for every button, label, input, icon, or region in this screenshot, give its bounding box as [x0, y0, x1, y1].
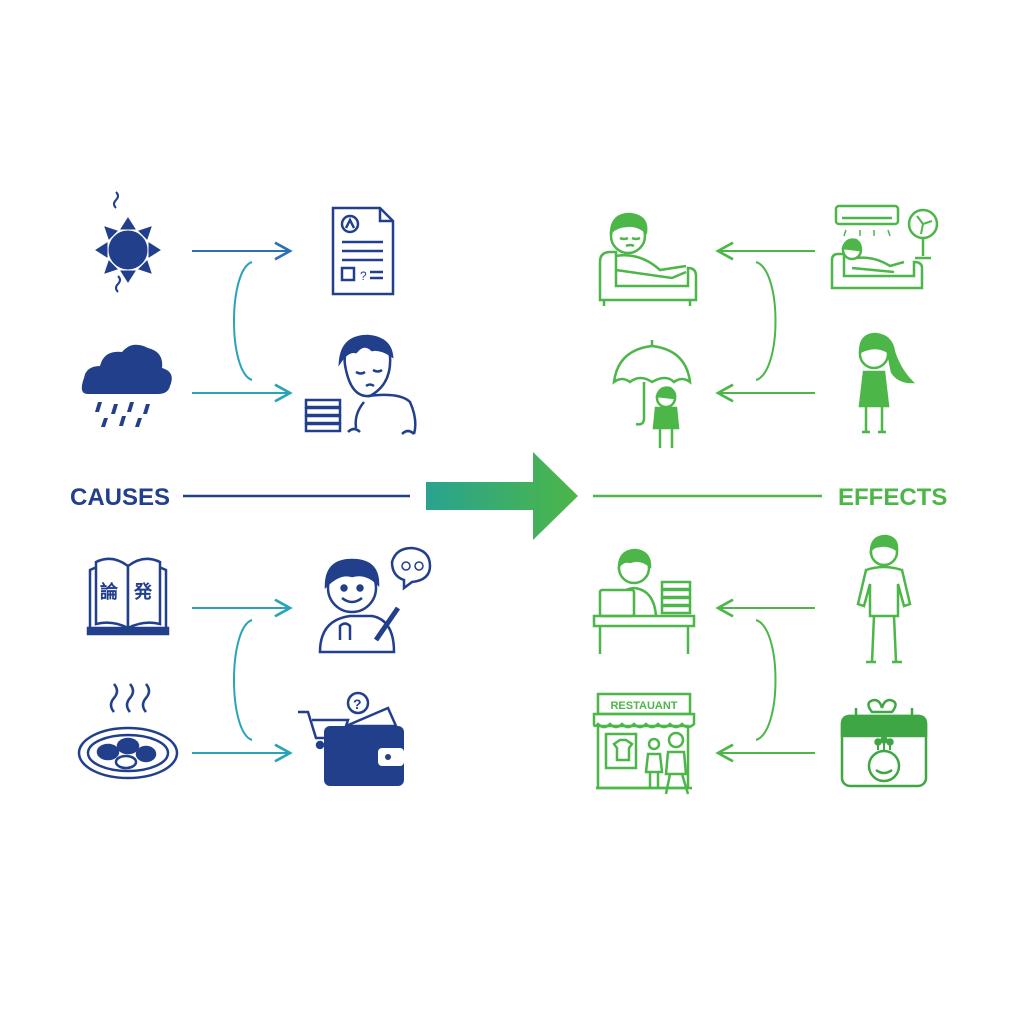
air-conditioner-couch-icon — [830, 204, 939, 290]
sun-icon — [95, 191, 161, 293]
connector-top-left — [233, 261, 253, 381]
connector-bottom-left — [233, 619, 253, 741]
restaurant-sign: RESTAUANT — [610, 700, 677, 712]
girl-standing-icon — [858, 332, 916, 434]
restaurant-storefront-icon: RESTAUANT — [592, 692, 696, 795]
wallet-cart-icon: ? — [298, 691, 404, 786]
connector-top-right — [755, 261, 777, 381]
svg-text:論: 論 — [100, 581, 119, 603]
rain-cloud-icon — [81, 344, 172, 427]
calendar-icon — [840, 698, 928, 788]
person-on-couch-icon — [598, 212, 698, 306]
person-at-desk-icon — [592, 548, 696, 654]
svg-text:発: 発 — [133, 581, 153, 603]
child-with-umbrella-icon — [612, 340, 692, 448]
hot-food-plate-icon — [77, 683, 179, 780]
idea-student-icon — [318, 546, 432, 654]
connector-bottom-right — [755, 619, 777, 741]
document-icon: ? — [331, 206, 395, 296]
svg-text:?: ? — [353, 696, 362, 712]
man-standing-icon — [856, 534, 912, 664]
tired-student-icon — [304, 334, 417, 435]
svg-text:?: ? — [360, 269, 367, 283]
causes-label: CAUSES — [70, 484, 170, 511]
center-arrow — [426, 452, 578, 540]
open-book-icon: 論 発 — [86, 557, 170, 636]
effects-label: EFFECTS — [838, 484, 947, 511]
